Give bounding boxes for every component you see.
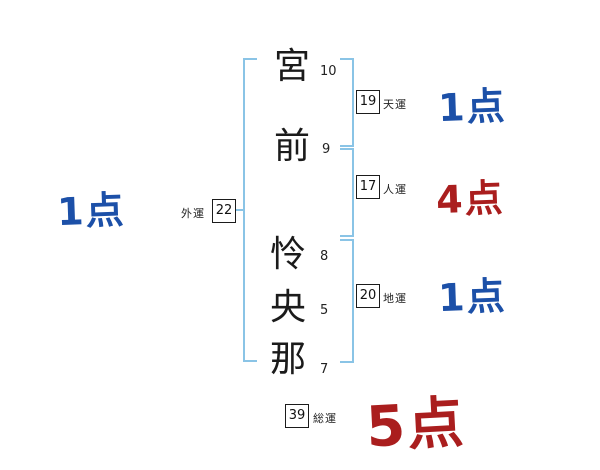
- gaiun-tick: [236, 209, 244, 211]
- jinun-label: 人運: [383, 183, 407, 196]
- tenun-label: 天運: [383, 98, 407, 111]
- tenun-bracket: [340, 58, 354, 147]
- tenun-score: 1点: [437, 83, 508, 131]
- name-char-2: 前: [273, 126, 310, 167]
- gaiun-score: 1点: [56, 187, 127, 235]
- chiun-bracket: [340, 239, 354, 363]
- stroke-count-1: 10: [320, 64, 337, 79]
- name-char-3: 怜: [269, 234, 306, 275]
- souun-label: 総運: [313, 412, 337, 425]
- name-char-4: 央: [269, 287, 306, 328]
- jinun-value-box: 17: [356, 175, 380, 199]
- chiun-label: 地運: [383, 292, 407, 305]
- stroke-count-4: 5: [320, 303, 329, 318]
- name-char-1: 宮: [273, 46, 310, 87]
- chiun-score: 1点: [437, 273, 508, 321]
- souun-value-box: 39: [285, 404, 309, 428]
- stroke-count-2: 9: [322, 142, 331, 157]
- gaiun-value-box: 22: [212, 199, 236, 223]
- jinun-bracket: [340, 148, 354, 237]
- gaiun-label: 外運: [181, 207, 205, 220]
- stroke-count-3: 8: [320, 249, 329, 264]
- name-char-5: 那: [269, 339, 306, 380]
- tenun-value-box: 19: [356, 90, 380, 114]
- stroke-count-5: 7: [320, 362, 329, 377]
- jinun-score: 4点: [435, 175, 506, 223]
- chiun-value-box: 20: [356, 284, 380, 308]
- souun-score: 5点: [364, 390, 467, 461]
- gaiun-bracket: [243, 58, 257, 362]
